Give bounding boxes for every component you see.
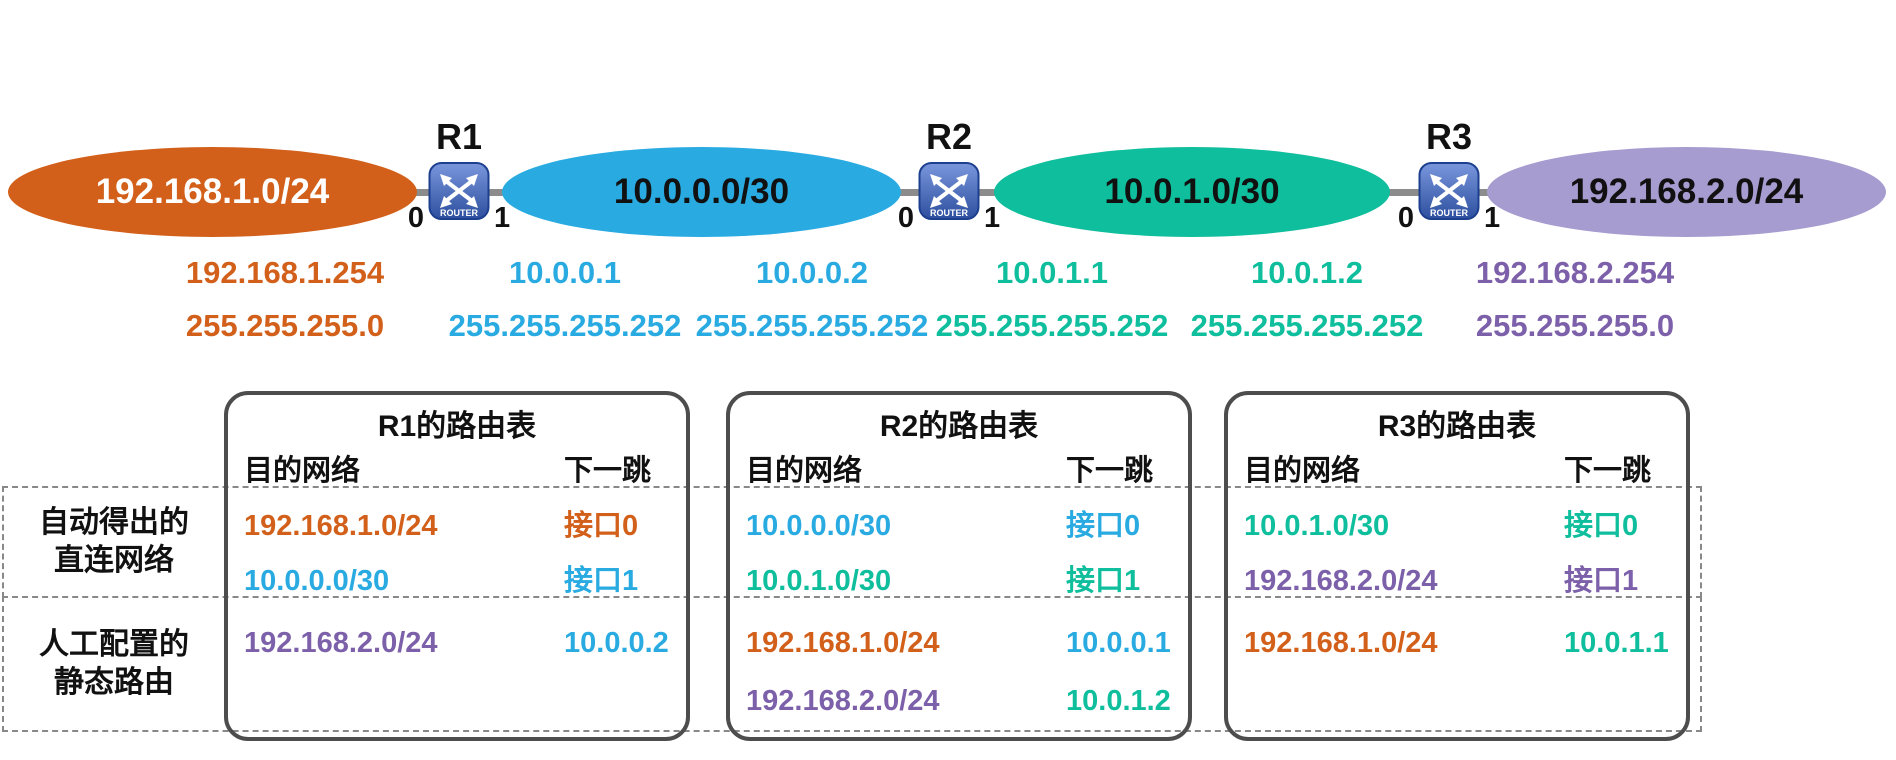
group-label-static-routes: 人工配置的 静态路由: [0, 596, 228, 732]
interface-ip-column: 10.0.0.1 255.255.255.252: [425, 246, 705, 352]
destination-network: 192.168.1.0/24: [746, 627, 940, 659]
destination-network: 192.168.1.0/24: [1244, 627, 1438, 659]
route-row: 10.0.1.0/30 接口1: [730, 563, 1188, 599]
interface-ip-column: 192.168.2.254 255.255.255.0: [1435, 246, 1715, 352]
route-row: 192.168.2.0/24 10.0.1.2: [730, 683, 1188, 719]
routing-table-header: 目的网络 下一跳: [730, 453, 1188, 489]
destination-network: 192.168.1.0/24: [244, 510, 438, 542]
interface-number-0: 0: [897, 202, 914, 234]
next-hop: 接口0: [1564, 510, 1639, 542]
destination-network: 10.0.0.0/30: [746, 510, 892, 542]
subnet-mask: 255.255.255.0: [185, 308, 385, 343]
destination-network: 10.0.1.0/30: [746, 565, 892, 597]
routing-table-r3: R3的路由表 目的网络 下一跳 10.0.1.0/30 接口0 192.168.…: [1224, 391, 1690, 741]
router-name-label: R1: [435, 116, 483, 157]
routing-table-r2: R2的路由表 目的网络 下一跳 10.0.0.0/30 接口0 10.0.1.0…: [726, 391, 1192, 741]
column-header-next-hop: 下一跳: [1066, 455, 1154, 487]
destination-network: 192.168.2.0/24: [244, 627, 438, 659]
group-label-line: 人工配置的: [39, 628, 189, 661]
network-ellipse-wan-right: 10.0.1.0/30: [994, 147, 1390, 237]
subnet-mask: 255.255.255.252: [935, 308, 1169, 343]
interface-ip-column: 10.0.1.2 255.255.255.252: [1167, 246, 1447, 352]
network-label: 10.0.0.0/30: [613, 172, 790, 211]
routing-table-title: R3的路由表: [1377, 410, 1537, 443]
router-r2: R2 ROUTER 0 1: [898, 116, 1000, 234]
interface-number-1: 1: [494, 202, 511, 234]
next-hop: 接口1: [1564, 565, 1639, 597]
group-label-line: 自动得出的: [39, 506, 189, 539]
subnet-mask: 255.255.255.0: [1475, 308, 1675, 343]
interface-ip-column: 10.0.0.2 255.255.255.252: [672, 246, 952, 352]
interface-number-0: 0: [407, 202, 424, 234]
ip-address: 10.0.0.2: [755, 255, 869, 290]
column-header-destination: 目的网络: [1244, 455, 1361, 487]
interface-number-0: 0: [1397, 202, 1414, 234]
dashed-band-direct-networks: [2, 486, 1702, 598]
next-hop: 接口1: [564, 565, 639, 597]
network-ellipse-lan-right: 192.168.2.0/24: [1487, 147, 1886, 237]
dashed-band-static-routes: [2, 596, 1702, 732]
next-hop: 10.0.1.1: [1564, 627, 1669, 659]
router-icon-caption: ROUTER: [930, 208, 969, 218]
network-label: 192.168.1.0/24: [95, 172, 330, 211]
routing-table-r1: R1的路由表 目的网络 下一跳 192.168.1.0/24 接口0 10.0.…: [224, 391, 690, 741]
next-hop: 10.0.1.2: [1066, 685, 1171, 717]
next-hop: 10.0.0.2: [564, 627, 669, 659]
route-row: 192.168.1.0/24 接口0: [228, 508, 686, 544]
column-header-destination: 目的网络: [746, 455, 863, 487]
next-hop: 接口0: [564, 510, 639, 542]
routing-table-header: 目的网络 下一跳: [228, 453, 686, 489]
router-icon: ROUTER: [428, 160, 490, 222]
ip-address: 10.0.1.2: [1250, 255, 1364, 290]
router-icon-caption: ROUTER: [1430, 208, 1469, 218]
route-row: 192.168.2.0/24 接口1: [1228, 563, 1686, 599]
route-row: 10.0.0.0/30 接口1: [228, 563, 686, 599]
route-row: 192.168.1.0/24 10.0.1.1: [1228, 625, 1686, 661]
route-row: 10.0.1.0/30 接口0: [1228, 508, 1686, 544]
route-row: 192.168.1.0/24 10.0.0.1: [730, 625, 1188, 661]
routing-table-title: R1的路由表: [377, 410, 537, 443]
network-ellipse-lan-left: 192.168.1.0/24: [8, 147, 417, 237]
ip-address: 192.168.1.254: [185, 255, 385, 290]
column-header-destination: 目的网络: [244, 455, 361, 487]
network-label: 10.0.1.0/30: [1104, 172, 1280, 211]
router-icon: ROUTER: [918, 160, 980, 222]
destination-network: 192.168.2.0/24: [746, 685, 940, 717]
ip-address: 192.168.2.254: [1475, 255, 1675, 290]
router-name-label: R2: [925, 116, 973, 157]
destination-network: 10.0.1.0/30: [1244, 510, 1390, 542]
router-name-label: R3: [1425, 116, 1473, 157]
column-header-next-hop: 下一跳: [1564, 455, 1652, 487]
route-row: 10.0.0.0/30 接口0: [730, 508, 1188, 544]
router-icon-caption: ROUTER: [440, 208, 479, 218]
route-row: 192.168.2.0/24 10.0.0.2: [228, 625, 686, 661]
router-r1: R1 ROUTER 0 1: [408, 116, 510, 234]
interface-number-1: 1: [1484, 202, 1501, 234]
network-label: 192.168.2.0/24: [1569, 172, 1804, 211]
interface-number-1: 1: [984, 202, 1001, 234]
next-hop: 接口0: [1066, 510, 1141, 542]
routing-table-title: R2的路由表: [879, 410, 1039, 443]
subnet-mask: 255.255.255.252: [1190, 308, 1424, 343]
router-icon: ROUTER: [1418, 160, 1480, 222]
group-label-direct-networks: 自动得出的 直连网络: [0, 486, 228, 598]
subnet-mask: 255.255.255.252: [448, 308, 682, 343]
interface-ip-column: 10.0.1.1 255.255.255.252: [912, 246, 1192, 352]
interface-ip-column: 192.168.1.254 255.255.255.0: [145, 246, 425, 352]
destination-network: 192.168.2.0/24: [1244, 565, 1438, 597]
group-label-line: 静态路由: [54, 666, 174, 699]
column-header-next-hop: 下一跳: [564, 455, 652, 487]
next-hop: 10.0.0.1: [1066, 627, 1171, 659]
next-hop: 接口1: [1066, 565, 1141, 597]
destination-network: 10.0.0.0/30: [244, 565, 390, 597]
subnet-mask: 255.255.255.252: [695, 308, 929, 343]
routing-table-header: 目的网络 下一跳: [1228, 453, 1686, 489]
group-label-line: 直连网络: [54, 544, 174, 577]
ip-address: 10.0.0.1: [508, 255, 622, 290]
ip-address: 10.0.1.1: [995, 255, 1109, 290]
network-ellipse-wan-left: 10.0.0.0/30: [502, 147, 901, 237]
router-r3: R3 ROUTER 0 1: [1398, 116, 1500, 234]
